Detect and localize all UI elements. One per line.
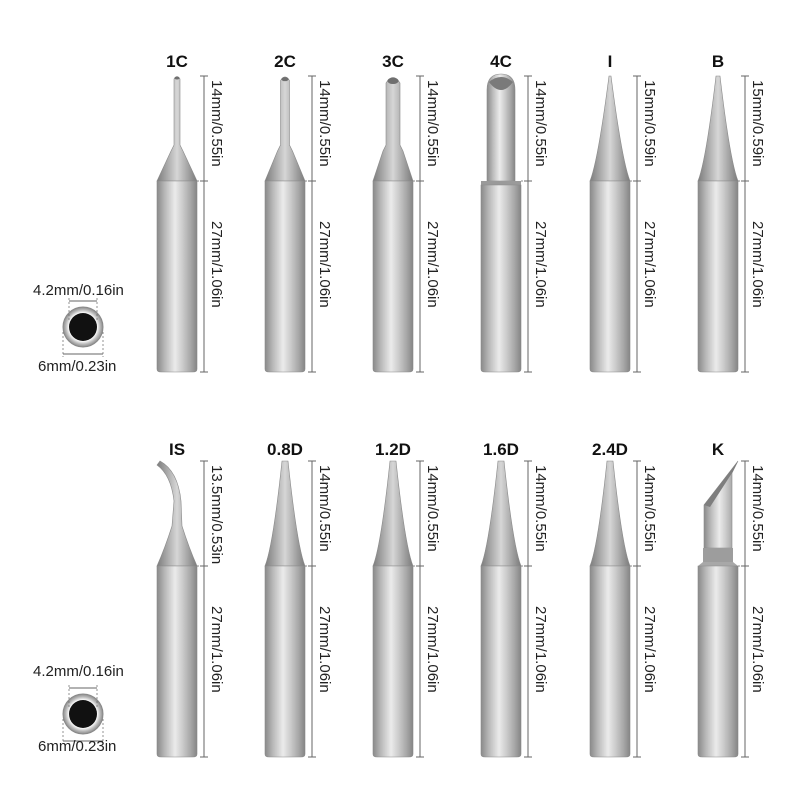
shank-length-2-4d: 27mm/1.06in: [641, 606, 658, 693]
shank-length-i: 27mm/1.06in: [641, 221, 658, 308]
shank-length-0-8d: 27mm/1.06in: [316, 606, 333, 693]
tip-label-2-4d: 2.4D: [592, 440, 628, 459]
tip-shank: [697, 565, 739, 758]
tip-face: [281, 77, 289, 82]
tip-length-3c: 14mm/0.55in: [424, 80, 441, 167]
tip-shank: [264, 180, 306, 373]
tip-b: [697, 75, 739, 373]
tip-label-i: I: [607, 52, 613, 71]
tip-point: [156, 460, 198, 567]
tip-collar-bevel: [698, 562, 738, 566]
tip-length-4c: 14mm/0.55in: [532, 80, 549, 167]
shank-length-3c: 27mm/1.06in: [424, 221, 441, 308]
shank-length-is: 27mm/1.06in: [208, 606, 225, 693]
tip-1-2d: [372, 460, 414, 758]
tip-shank: [697, 180, 739, 373]
tip-1c: [156, 76, 198, 373]
tip-point: [156, 76, 198, 182]
shank-length-b: 27mm/1.06in: [749, 221, 766, 308]
tip-label-1-6d: 1.6D: [483, 440, 519, 459]
tip-shank: [372, 565, 414, 758]
tip-collar: [481, 181, 521, 185]
cross-section-bottom: [62, 685, 104, 744]
tip-i: [589, 75, 631, 373]
tip-point: [589, 460, 631, 567]
tip-label-2c: 2C: [274, 52, 296, 71]
cross-section-top: [62, 298, 104, 357]
tip-shank: [156, 180, 198, 373]
shank-length-2c: 27mm/1.06in: [316, 221, 333, 308]
tip-length-1c: 14mm/0.55in: [208, 80, 225, 167]
tip-3c: [372, 77, 414, 373]
tip-length-i: 15mm/0.59in: [641, 80, 658, 167]
tip-face: [174, 76, 180, 80]
tip-length-b: 15mm/0.59in: [749, 80, 766, 167]
tip-length-2-4d: 14mm/0.55in: [641, 465, 658, 552]
tip-face: [387, 77, 399, 85]
tip-2-4d: [589, 460, 631, 758]
tip-shank: [372, 180, 414, 373]
tip-label-k: K: [711, 440, 725, 459]
tip-shank: [480, 184, 522, 373]
tip-label-1c: 1C: [166, 52, 188, 71]
tip-length-1-6d: 14mm/0.55in: [532, 465, 549, 552]
tip-point: [480, 460, 522, 567]
tip-point: [589, 75, 631, 182]
cross-section-inner: [69, 313, 97, 341]
tip-is: [156, 460, 198, 758]
tip-label-3c: 3C: [382, 52, 404, 71]
tip-face: [489, 77, 513, 90]
tip-label-is: IS: [168, 440, 186, 459]
tip-point: [264, 76, 306, 182]
cross-section-outer-diameter-bottom: 6mm/0.23in: [38, 738, 117, 755]
tip-label-0-8d: 0.8D: [267, 440, 303, 459]
tip-face: [704, 461, 738, 507]
tip-point: [372, 77, 414, 182]
tip-label-1-2d: 1.2D: [375, 440, 411, 459]
cross-section-outer-diameter-top: 6mm/0.23in: [38, 358, 117, 375]
tip-point: [372, 460, 414, 567]
tip-point: [697, 75, 739, 182]
tip-length-1-2d: 14mm/0.55in: [424, 465, 441, 552]
tip-0-8d: [264, 460, 306, 758]
tip-point: [264, 460, 306, 567]
shank-length-1c: 27mm/1.06in: [208, 221, 225, 308]
tip-shank: [589, 180, 631, 373]
tip-length-is: 13.5mm/0.53in: [208, 465, 225, 565]
tip-length-0-8d: 14mm/0.55in: [316, 465, 333, 552]
shank-length-1-6d: 27mm/1.06in: [532, 606, 549, 693]
cross-section-inner-diameter-top: 4.2mm/0.16in: [33, 282, 124, 299]
tip-collar: [703, 548, 733, 562]
shank-length-k: 27mm/1.06in: [749, 606, 766, 693]
tip-k: [697, 460, 739, 758]
cross-section-inner-diameter-bottom: 4.2mm/0.16in: [33, 663, 124, 680]
tip-shank: [589, 565, 631, 758]
tip-shank: [480, 565, 522, 758]
cross-section-inner: [69, 700, 97, 728]
tip-shank: [264, 565, 306, 758]
tip-length-k: 14mm/0.55in: [749, 465, 766, 552]
tip-length-2c: 14mm/0.55in: [316, 80, 333, 167]
tip-label-b: B: [711, 52, 725, 71]
shank-length-1-2d: 27mm/1.06in: [424, 606, 441, 693]
tip-point: [486, 73, 516, 182]
tip-1-6d: [480, 460, 522, 758]
tip-label-4c: 4C: [490, 52, 512, 71]
tip-4c: [480, 73, 522, 373]
tip-2c: [264, 76, 306, 373]
shank-length-4c: 27mm/1.06in: [532, 221, 549, 308]
tip-shank: [156, 565, 198, 758]
